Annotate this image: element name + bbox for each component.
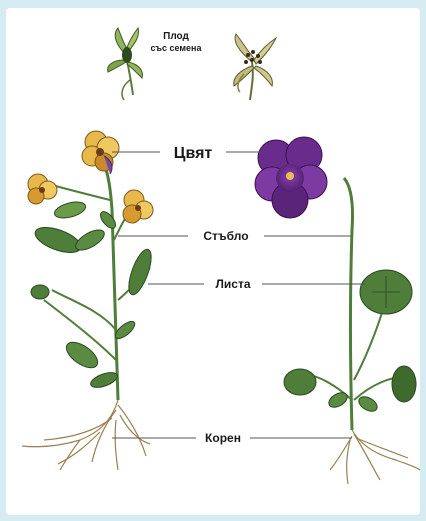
fruit-label-line1: Плод [163, 31, 189, 42]
garden-pansy-illustration [255, 137, 420, 484]
wild-pansy-flower-top [82, 131, 119, 174]
fruit-label-line2: със семена [151, 43, 203, 53]
flower-label: Цвят [174, 145, 213, 162]
fruit-open-illustration [234, 34, 276, 100]
leader-lines [112, 152, 366, 438]
wild-pansy-illustration [22, 131, 156, 470]
leaves-label: Листа [215, 277, 250, 291]
wild-pansy-roots [22, 400, 150, 470]
wild-pansy-flower-left [28, 174, 57, 204]
stem-label: Стъбло [203, 229, 248, 243]
wild-pansy-flower-right [123, 190, 153, 223]
fruit-closed-illustration [108, 28, 143, 100]
root-label: Корен [205, 431, 241, 445]
garden-pansy-flower [255, 137, 327, 218]
